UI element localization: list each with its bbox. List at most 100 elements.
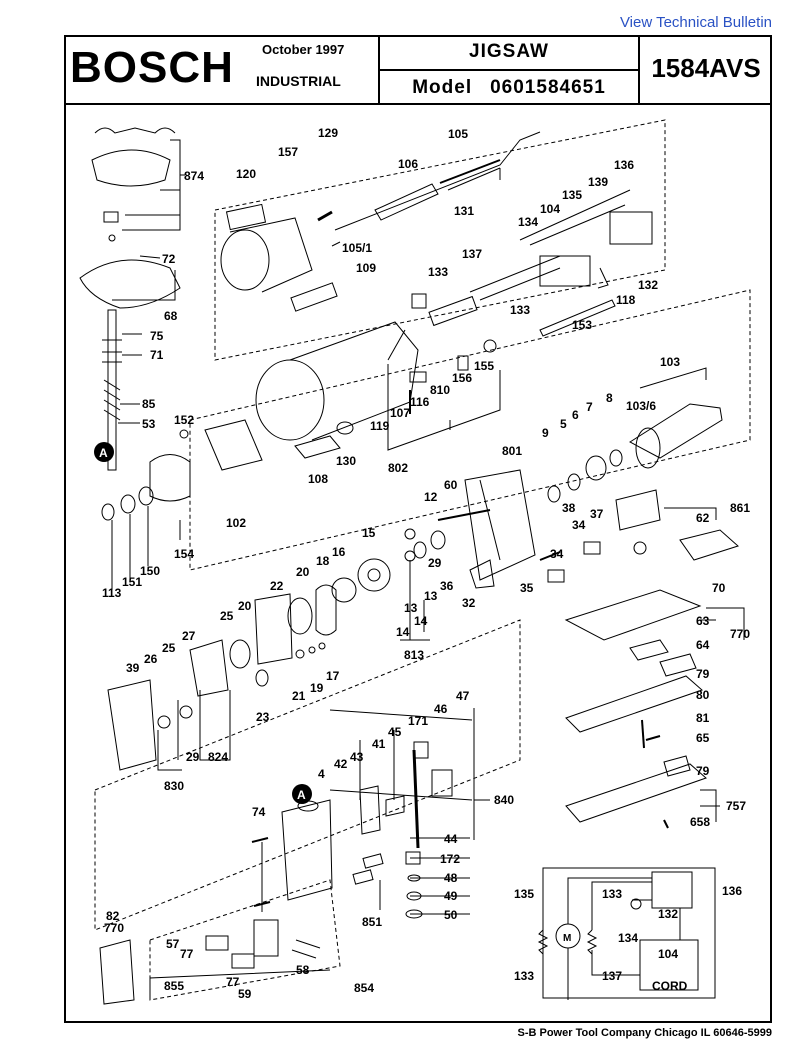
bracket-icon (431, 769, 453, 797)
callout-47: 47 (456, 689, 470, 703)
callout-85: 85 (142, 397, 156, 411)
callout-18: 18 (316, 554, 330, 568)
divider (378, 37, 380, 103)
gear-icon (357, 558, 391, 592)
view-technical-bulletin-link[interactable]: View Technical Bulletin (619, 14, 772, 31)
callout-27: 27 (182, 629, 196, 643)
wiring-frame (542, 867, 716, 999)
needle-bearing-icon (404, 550, 416, 562)
callout-21: 21 (292, 689, 306, 703)
callout-39: 39 (126, 661, 140, 675)
callout-15: 15 (362, 526, 376, 540)
base-icon (564, 589, 702, 641)
callout-43: 43 (350, 750, 364, 764)
model-label: Model (412, 77, 473, 98)
wiring-cord-label: CORD (652, 979, 688, 993)
bushing-icon (413, 741, 429, 759)
item-number: 1584AVS (651, 53, 761, 83)
nut-icon (633, 541, 647, 555)
callout-22: 22 (270, 579, 284, 593)
shoe-icon (565, 675, 703, 733)
callout-7: 7 (586, 400, 593, 414)
divider (638, 37, 640, 103)
callout-157: 157 (278, 145, 298, 159)
plunger-icon (107, 309, 117, 471)
washer-icon (138, 486, 154, 506)
counterweight-icon (189, 639, 229, 697)
bearing-icon (101, 503, 115, 521)
callout-82: 82 (106, 909, 120, 923)
diagram-frame (64, 105, 772, 1023)
callout-154: 154 (174, 547, 194, 561)
cover-icon (79, 259, 181, 309)
callout-41: 41 (372, 737, 386, 751)
plunger-icon (412, 749, 420, 849)
wiring-motor-label: M (563, 933, 571, 944)
brush-icon (411, 293, 427, 309)
callout-37: 37 (590, 507, 604, 521)
washer-icon (430, 530, 446, 550)
callout-118: 118 (616, 293, 636, 307)
needle-bearing-icon (404, 528, 416, 540)
callout-658: 658 (690, 815, 710, 829)
field-housing-icon (220, 229, 270, 291)
ring-icon (609, 449, 623, 467)
gear-housing-icon (464, 469, 536, 581)
bearing-icon (413, 541, 427, 559)
group-panel-lower (94, 619, 521, 931)
product-name: JIGSAW (469, 41, 549, 62)
callout-58: 58 (296, 963, 310, 977)
callout-13b: 13 (424, 589, 438, 603)
division-label: INDUSTRIAL (256, 73, 341, 89)
title-block: BOSCH October 1997 INDUSTRIAL JIGSAW Mod… (64, 35, 772, 105)
callout-106: 106 (398, 157, 418, 171)
callout-813: 813 (404, 648, 424, 662)
clamp-icon (663, 755, 691, 777)
callout-65: 65 (696, 731, 710, 745)
cap-icon (336, 421, 354, 435)
spring-icon (483, 339, 497, 353)
callout-45: 45 (388, 725, 402, 739)
wiring-label-136: 136 (722, 884, 742, 898)
spring-icon (103, 379, 121, 421)
wiring-label-134: 134 (618, 931, 638, 945)
callout-57: 57 (166, 937, 180, 951)
roller-icon (205, 935, 229, 951)
callout-49: 49 (444, 889, 458, 903)
cord-icon (447, 167, 501, 191)
callout-42: 42 (334, 757, 348, 771)
callout-62: 62 (696, 511, 710, 525)
callout-840: 840 (494, 793, 514, 807)
button-icon (583, 541, 601, 555)
yoke-icon (315, 584, 337, 636)
label-120-icon (225, 203, 267, 231)
callout-137: 137 (462, 247, 482, 261)
callout-172: 172 (440, 852, 460, 866)
callout-156: 156 (452, 371, 472, 385)
callout-851: 851 (362, 915, 382, 929)
callout-26: 26 (144, 652, 158, 666)
callout-77a: 77 (180, 947, 194, 961)
brush-cap-icon (409, 371, 427, 383)
callout-801: 801 (502, 444, 522, 458)
callout-102: 102 (226, 516, 246, 530)
callout-155: 155 (474, 359, 494, 373)
clip-icon (94, 127, 176, 134)
callout-130: 130 (336, 454, 356, 468)
field-coil-icon (586, 929, 598, 955)
bushing-icon (255, 669, 269, 687)
baffle-icon (149, 454, 191, 502)
callout-153: 153 (572, 318, 592, 332)
callout-4: 4 (318, 767, 325, 781)
pad-icon (362, 853, 384, 869)
field-coil-icon (204, 419, 263, 471)
callout-77b: 77 (226, 975, 240, 989)
callout-5: 5 (560, 417, 567, 431)
roller-plate-icon (629, 639, 669, 661)
ring-icon (331, 577, 357, 603)
callout-72: 72 (162, 252, 176, 266)
guide-icon (359, 785, 381, 835)
callout-20b: 20 (238, 599, 252, 613)
reference-marker-a (292, 784, 312, 804)
callout-113: 113 (102, 586, 122, 600)
